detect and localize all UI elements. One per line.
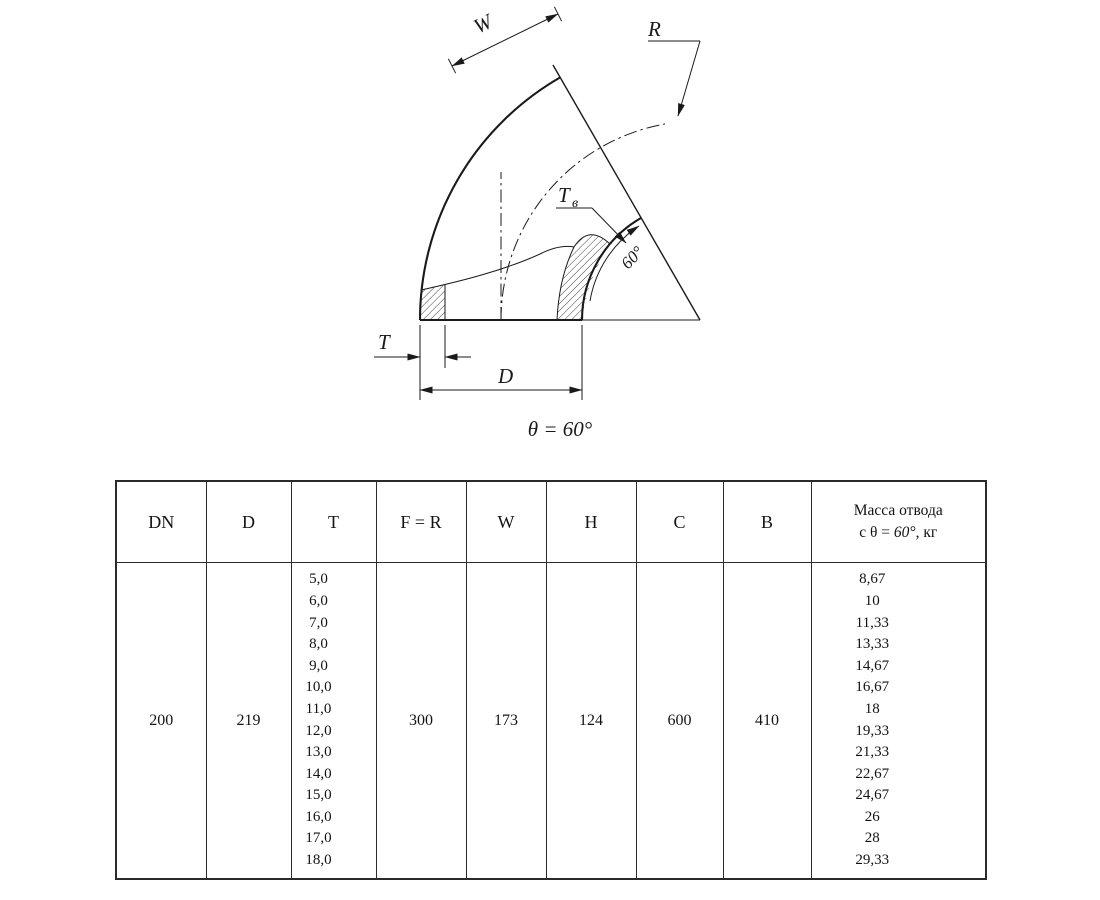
spec-table: DN D T F = R W H C B Масса отвода с θ = … (115, 480, 987, 880)
drawing-area: W R T в 60° T D θ = 60° (374, 6, 701, 441)
cell-c: 600 (635, 562, 724, 880)
w-extension-tick-left (447, 58, 457, 74)
header-row: DN D T F = R W H C B Масса отвода с θ = … (115, 480, 987, 563)
w-label: W (470, 8, 498, 38)
bore-edge-right (556, 246, 575, 321)
elbow-end-face-line (552, 64, 701, 321)
col-header-dn: DN (115, 480, 207, 563)
section-cap (573, 234, 611, 248)
cell-d: 219 (205, 562, 292, 880)
tv-leader (591, 207, 627, 244)
cell-dn: 200 (115, 562, 207, 880)
elbow-outer-arc (418, 76, 561, 321)
col-header-h: H (545, 480, 637, 563)
col-header-t: T (290, 480, 377, 563)
cell-fr: 300 (375, 562, 467, 880)
w-extension-tick-right (553, 6, 563, 22)
col-header-w: W (465, 480, 547, 563)
angle-label: 60° (617, 242, 647, 272)
col-header-fr: F = R (375, 480, 467, 563)
r-label: R (647, 17, 661, 41)
r-leader (677, 40, 701, 117)
section-break-line (420, 245, 575, 291)
mass-header-line2: с θ = 60°, кг (859, 524, 938, 541)
d-label: D (497, 364, 513, 388)
col-header-mass: Масса отвода с θ = 60°, кг (810, 480, 987, 563)
tv-label: T (558, 183, 571, 207)
theta-caption: θ = 60° (528, 417, 593, 441)
angle-arc (589, 225, 640, 302)
bend-centerline-arc (500, 123, 666, 321)
col-header-d: D (205, 480, 292, 563)
elbow-drawing: W R T в 60° T D θ = 60° (374, 6, 701, 441)
tv-label-subscript: в (572, 196, 578, 211)
cell-h: 124 (545, 562, 637, 880)
t-label: T (378, 330, 391, 354)
col-header-c: C (635, 480, 724, 563)
left-wall-hatch (420, 285, 445, 320)
col-header-b: B (722, 480, 812, 563)
cell-w: 173 (465, 562, 547, 880)
mass-header-line1: Масса отвода (853, 502, 943, 520)
cell-b: 410 (722, 562, 812, 880)
w-dimension-line (451, 13, 559, 67)
